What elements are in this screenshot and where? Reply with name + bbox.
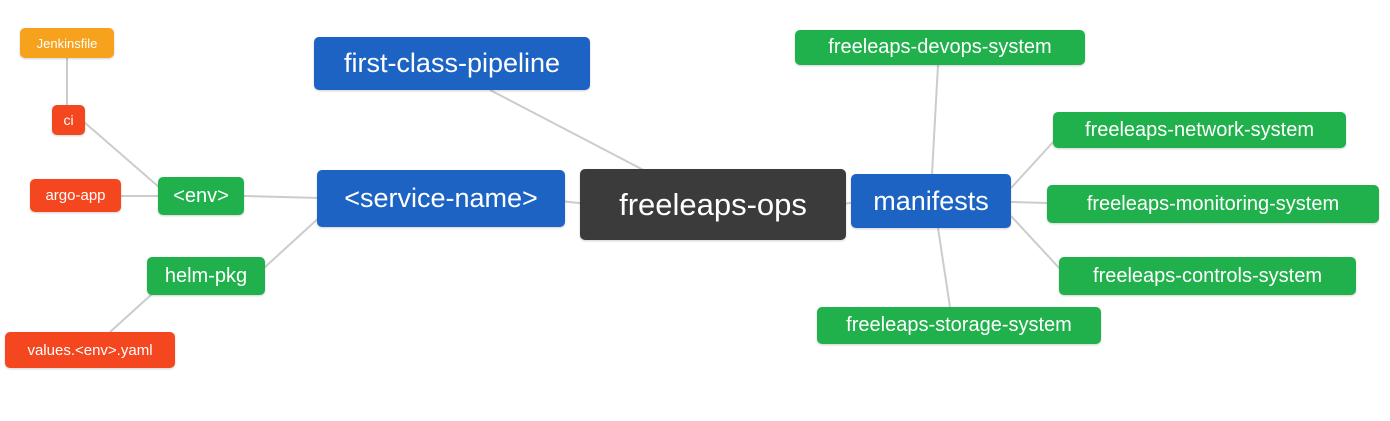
node-freeleaps-devops-system[interactable]: freeleaps-devops-system [795, 30, 1085, 65]
node-freeleaps-monitoring-system[interactable]: freeleaps-monitoring-system [1047, 185, 1379, 223]
node-argo-app[interactable]: argo-app [30, 179, 121, 212]
node-env[interactable]: <env> [158, 177, 244, 215]
node-values-env-yaml[interactable]: values.<env>.yaml [5, 332, 175, 368]
node-jenkinsfile[interactable]: Jenkinsfile [20, 28, 114, 58]
edge-values-helm-pkg [109, 293, 153, 333]
node-freeleaps-ops-root[interactable]: freeleaps-ops [580, 169, 846, 240]
node-freeleaps-network-system[interactable]: freeleaps-network-system [1053, 112, 1346, 148]
node-helm-pkg[interactable]: helm-pkg [147, 257, 265, 295]
edge-manifests-network [1010, 139, 1056, 189]
edge-env-service-name [243, 195, 321, 199]
node-first-class-pipeline[interactable]: first-class-pipeline [314, 37, 590, 90]
node-service-name[interactable]: <service-name> [317, 170, 565, 227]
edge-manifests-controls [1010, 215, 1062, 271]
node-manifests[interactable]: manifests [851, 174, 1011, 228]
edge-manifests-devops [931, 64, 939, 175]
node-freeleaps-storage-system[interactable]: freeleaps-storage-system [817, 307, 1101, 344]
edge-manifests-monitoring [1010, 201, 1048, 204]
node-freeleaps-controls-system[interactable]: freeleaps-controls-system [1059, 257, 1356, 295]
edge-first-class-pipeline-root [489, 89, 656, 177]
edge-manifests-storage [937, 227, 951, 308]
node-ci[interactable]: ci [52, 105, 85, 135]
edge-ci-env [83, 121, 161, 189]
edge-helm-pkg-service-name [263, 214, 323, 269]
